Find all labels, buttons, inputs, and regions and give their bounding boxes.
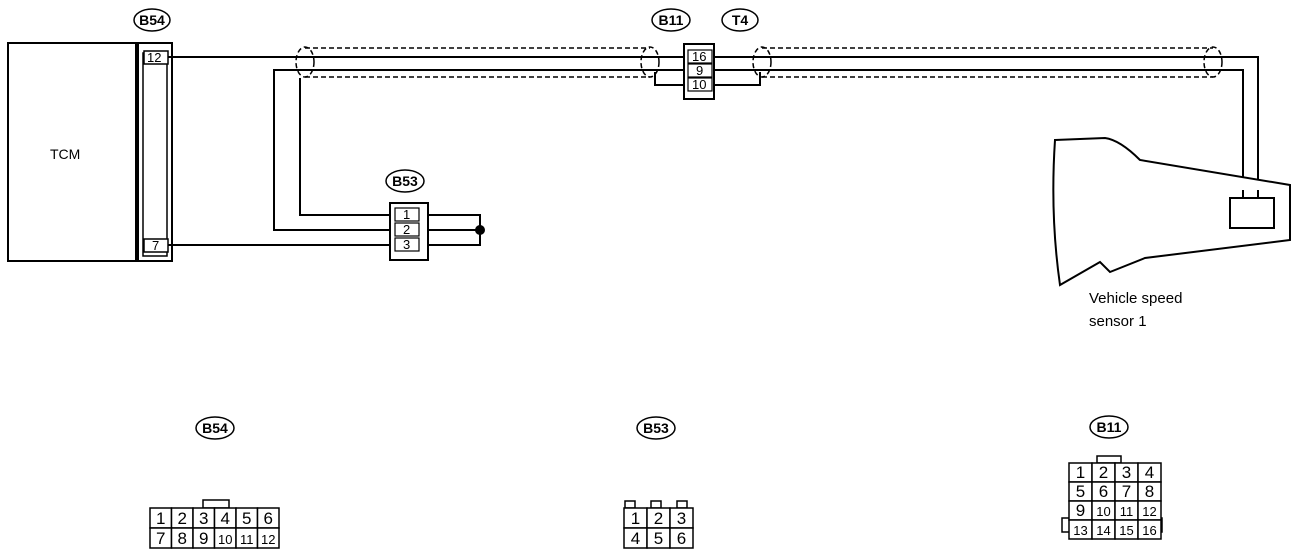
shield-right: [752, 46, 1223, 78]
tcm-label: TCM: [50, 146, 80, 162]
b11-pin-10: 10: [692, 77, 706, 92]
pin-number: 10: [1096, 504, 1110, 519]
b54-tag-label: B54: [139, 12, 165, 28]
pin-number: 9: [199, 529, 208, 548]
pin-number: 4: [1145, 463, 1154, 482]
b11-tag: B11: [651, 8, 691, 32]
b11-pin-16: 16: [692, 49, 706, 64]
pin-number: 13: [1073, 523, 1087, 538]
pin-number: 3: [1122, 463, 1131, 482]
pin-number: 4: [631, 529, 640, 548]
pin-number: 10: [218, 532, 232, 547]
pin-number: 6: [264, 509, 273, 528]
b53-pin-1: 1: [403, 207, 410, 222]
view-b54-tag: B54: [202, 420, 228, 436]
pin-number: 2: [178, 509, 187, 528]
t4-tag-label: T4: [732, 12, 749, 28]
pin-number: 14: [1096, 523, 1110, 538]
pin-number: 9: [1076, 501, 1085, 520]
b53-connector: 1 2 3: [389, 202, 429, 261]
b11-tag-label: B11: [659, 12, 684, 28]
wire-harness: [168, 56, 1259, 246]
pin-number: 15: [1119, 523, 1133, 538]
b53-pin-3: 3: [403, 237, 410, 252]
pin-number: 3: [199, 509, 208, 528]
b54-tag: B54: [133, 8, 171, 32]
pin-number: 2: [1099, 463, 1108, 482]
pin-number: 11: [240, 532, 254, 547]
pin-number: 5: [654, 529, 663, 548]
b11-pin-9: 9: [696, 63, 703, 78]
tcm-module: TCM: [7, 42, 137, 262]
pin-number: 7: [156, 529, 165, 548]
splice-point: [475, 225, 485, 235]
shield-left: [295, 46, 660, 78]
pin-number: 1: [156, 509, 165, 528]
pin-number: 8: [178, 529, 187, 548]
pin-cell: [1137, 519, 1162, 540]
pin-number: 8: [1145, 482, 1154, 501]
b53-pin-2: 2: [403, 222, 410, 237]
pin-number: 4: [221, 509, 230, 528]
pin-number: 12: [261, 532, 275, 547]
pin-cell: [256, 527, 280, 549]
b54-pin-7: 7: [152, 238, 159, 253]
b53-tag: B53: [385, 169, 425, 193]
pin-number: 6: [1099, 482, 1108, 501]
t4-tag: T4: [721, 8, 759, 32]
pin-number: 5: [242, 509, 251, 528]
vehicle-speed-sensor: Vehicle speed sensor 1: [1052, 136, 1291, 330]
transmission-outline: [1052, 136, 1291, 287]
b11-t4-connector: 16 9 10: [683, 43, 715, 100]
view-b11-tag: B11: [1097, 419, 1122, 435]
view-b53-tag: B53: [643, 420, 669, 436]
pin-number: 1: [631, 509, 640, 528]
b54-pin-12: 12: [147, 50, 161, 65]
pin-number: 12: [1142, 504, 1156, 519]
sensor-body: [1229, 197, 1275, 229]
pin-number: 2: [654, 509, 663, 528]
pin-number: 3: [677, 509, 686, 528]
pin-number: 11: [1120, 504, 1134, 519]
b54-connector-strip: 12 7: [137, 42, 173, 262]
b53-tag-label: B53: [392, 173, 418, 189]
sensor-label-line2: sensor 1: [1089, 313, 1147, 330]
sensor-label-line1: Vehicle speed: [1089, 290, 1182, 307]
pin-number: 5: [1076, 482, 1085, 501]
pin-number: 1: [1076, 463, 1085, 482]
pin-cell: [669, 527, 694, 549]
pin-number: 7: [1122, 482, 1131, 501]
pin-number: 6: [677, 529, 686, 548]
pin-number: 16: [1142, 523, 1156, 538]
